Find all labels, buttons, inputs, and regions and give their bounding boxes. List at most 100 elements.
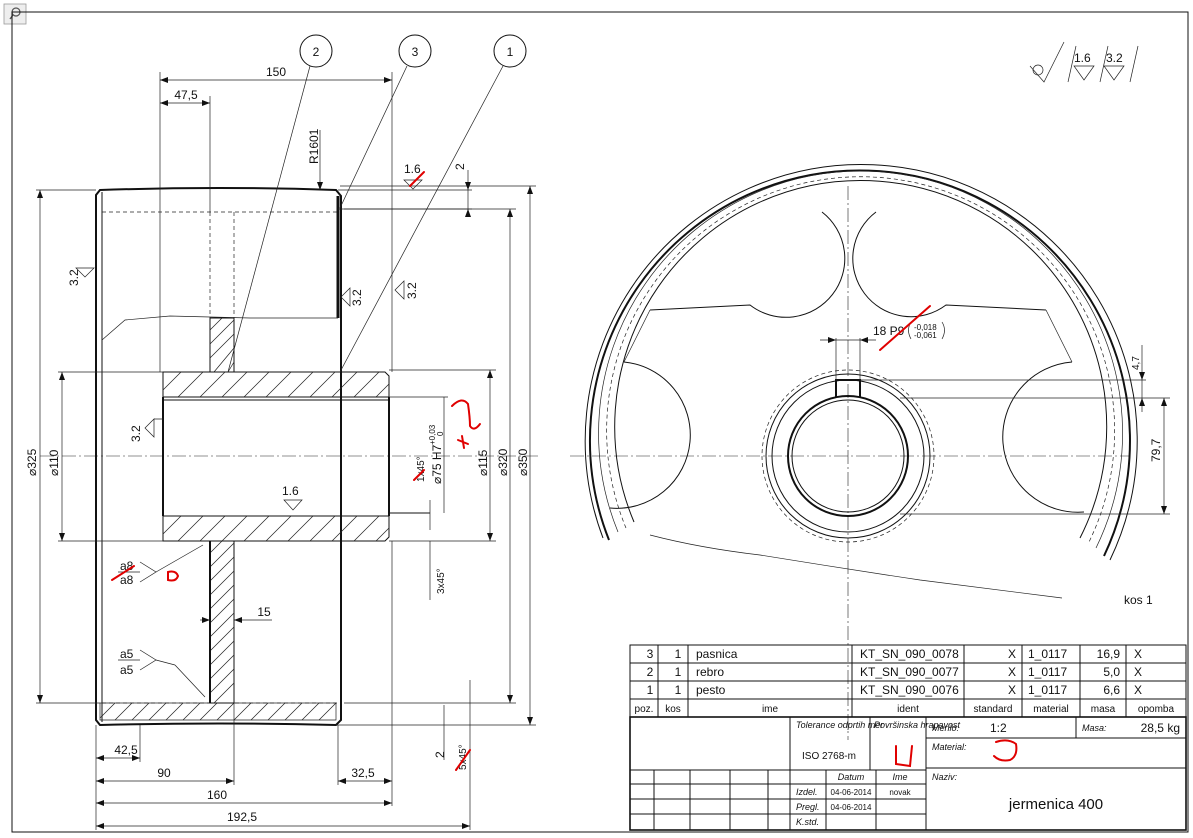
front-view-arrows xyxy=(828,337,1167,514)
scale-value: 1:2 xyxy=(990,721,1007,735)
dim-d110: ⌀110 xyxy=(47,449,61,476)
weld-a5-top: a5 xyxy=(120,647,134,661)
general-rough-1-6: 1.6 xyxy=(1074,51,1091,65)
weld-symbols xyxy=(118,544,206,698)
bom-row: 2 1 rebro KT_SN_090_0077 X 1_0117 5,0 X xyxy=(647,665,1142,679)
svg-text:standard: standard xyxy=(974,704,1013,715)
kstd-label: K.std. xyxy=(796,817,819,827)
dim-1x45: 1x45° xyxy=(416,456,427,482)
dim-d115: ⌀115 xyxy=(476,449,490,476)
izdel-name: novak xyxy=(889,788,911,797)
rough-3-2-bore: 3.2 xyxy=(129,425,143,442)
dimension-lines xyxy=(36,72,536,830)
dim-15: 15 xyxy=(257,605,271,619)
svg-text:ident: ident xyxy=(897,704,919,715)
weld-a8-bot: a8 xyxy=(120,573,134,587)
svg-text:masa: masa xyxy=(1091,704,1116,715)
svg-text:5,0: 5,0 xyxy=(1103,665,1120,679)
svg-text:KT_SN_090_0077: KT_SN_090_0077 xyxy=(860,665,959,679)
dim-d350: ⌀350 xyxy=(516,448,530,476)
front-view xyxy=(570,164,1170,740)
pregl-date: 04-06-2014 xyxy=(831,803,872,812)
general-rough-3-2: 3.2 xyxy=(1106,51,1123,65)
dim-d75: ⌀75 H7 xyxy=(430,444,444,484)
svg-text:6,6: 6,6 xyxy=(1103,683,1120,697)
rough-1-6-bore: 1.6 xyxy=(282,484,299,498)
svg-text:ime: ime xyxy=(762,704,779,715)
rough-1-6-top: 1.6 xyxy=(404,162,421,176)
svg-text:rebro: rebro xyxy=(696,665,724,679)
svg-text:X: X xyxy=(1008,683,1016,697)
svg-text:KT_SN_090_0078: KT_SN_090_0078 xyxy=(860,647,959,661)
svg-text:X: X xyxy=(1008,665,1016,679)
dim-47-5: 47,5 xyxy=(174,88,198,102)
rough-3-2-left: 3.2 xyxy=(67,269,81,286)
dim-key-tol-up: -0,018 xyxy=(914,323,937,332)
title-block xyxy=(629,716,1187,831)
dim-key-tol-lo: -0,061 xyxy=(914,331,937,340)
svg-text:opomba: opomba xyxy=(1138,704,1175,715)
svg-text:pasnica: pasnica xyxy=(696,647,738,661)
rough-3-2-mid: 3.2 xyxy=(350,289,364,306)
balloon-1: 1 xyxy=(507,45,514,59)
svg-text:X: X xyxy=(1134,647,1142,661)
weld-a5-bot: a5 xyxy=(120,663,134,677)
dim-32-5: 32,5 xyxy=(351,766,375,780)
svg-text:kos: kos xyxy=(665,704,681,715)
roughness-symbols xyxy=(75,179,423,511)
izdel-label: Izdel. xyxy=(796,787,818,797)
dim-r1601: R1601 xyxy=(307,128,321,164)
name-header: Ime xyxy=(892,772,907,782)
dim-79-7: 79,7 xyxy=(1149,438,1163,462)
svg-text:2: 2 xyxy=(647,665,654,679)
svg-text:X: X xyxy=(1134,683,1142,697)
dim-150: 150 xyxy=(266,65,286,79)
pregl-label: Pregl. xyxy=(796,802,820,812)
svg-text:1: 1 xyxy=(675,683,682,697)
rough-label: Površinska hrapavost xyxy=(874,720,961,730)
svg-text:1: 1 xyxy=(675,665,682,679)
scale-label: Merilo: xyxy=(932,723,960,733)
dim-d320: ⌀320 xyxy=(496,448,510,476)
svg-text:16,9: 16,9 xyxy=(1097,647,1121,661)
svg-text:poz.: poz. xyxy=(635,704,654,715)
general-roughness-symbol xyxy=(1029,41,1139,83)
dim-2-bot: 2 xyxy=(433,751,447,758)
dim-192-5: 192,5 xyxy=(227,810,257,824)
mass-value: 28,5 kg xyxy=(1141,721,1180,735)
naziv-label: Naziv: xyxy=(932,772,958,782)
balloon-3: 3 xyxy=(412,45,419,59)
dim-42-5: 42,5 xyxy=(114,743,138,757)
bom-row: 1 1 pesto KT_SN_090_0076 X 1_0117 6,6 X xyxy=(647,683,1142,697)
red-markup xyxy=(111,171,1018,771)
dim-d325: ⌀325 xyxy=(25,448,39,476)
dim-90: 90 xyxy=(157,766,171,780)
dim-3x45: 3x45° xyxy=(436,568,447,594)
svg-text:X: X xyxy=(1134,665,1142,679)
dim-d75-tol-up: +0,03 xyxy=(428,424,437,445)
dim-4-7: 4,7 xyxy=(1131,356,1142,370)
svg-text:1_0117: 1_0117 xyxy=(1028,665,1067,679)
section-view xyxy=(40,187,540,727)
drawing-frame xyxy=(11,11,1189,833)
dim-key: 18 P9 xyxy=(873,324,905,338)
material-label: Material: xyxy=(932,742,967,752)
date-header: Datum xyxy=(838,772,865,782)
view-label: kos 1 xyxy=(1124,593,1153,607)
balloon-2: 2 xyxy=(313,45,320,59)
svg-text:pesto: pesto xyxy=(696,683,726,697)
tol-value: ISO 2768-m xyxy=(802,751,856,762)
tol-label: Tolerance odprtih mer xyxy=(796,720,884,730)
svg-text:1_0117: 1_0117 xyxy=(1028,647,1067,661)
svg-text:X: X xyxy=(1008,647,1016,661)
rough-3-2-right: 3.2 xyxy=(405,282,419,299)
mass-label: Masa: xyxy=(1082,723,1107,733)
dimension-arrows xyxy=(37,77,533,829)
dim-2-top: 2 xyxy=(453,163,467,170)
dim-5x45: 5x45° xyxy=(458,744,469,770)
svg-text:KT_SN_090_0076: KT_SN_090_0076 xyxy=(860,683,959,697)
zoom-icon[interactable] xyxy=(3,3,27,25)
bom-row: 3 1 pasnica KT_SN_090_0078 X 1_0117 16,9… xyxy=(647,647,1142,661)
bom-header: poz. kos ime ident standard material mas… xyxy=(635,704,1175,715)
svg-text:material: material xyxy=(1033,704,1069,715)
